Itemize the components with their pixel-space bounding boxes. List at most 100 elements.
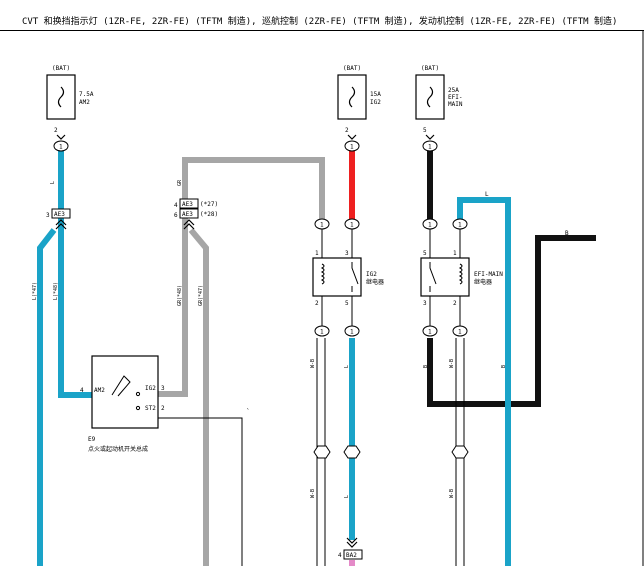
connector-code: AE3 (182, 201, 193, 208)
fuse-efi-main: (BAT) 25A EFI- MAIN 5 1 (415, 65, 463, 152)
relay-pin: 5 (345, 300, 349, 307)
fuse-rating: 15A (370, 91, 381, 98)
chevron-down-icon (425, 134, 435, 140)
fuse-ig2: (BAT) 15A IG2 2 1 (337, 65, 381, 152)
relay-pin: 2 (315, 300, 319, 307)
fuse-name-line2: MAIN (448, 101, 463, 108)
relay-coil-icon (458, 263, 463, 285)
ignition-switch-e9: 4 AM2 IG2 ST2 3 2 E9 点火或起动机开关总成 (80, 355, 165, 453)
relay-pin: 3 (423, 300, 427, 307)
fuse-am2: (BAT) 7.5A AM2 2 1 (46, 65, 94, 152)
connector-pin: 3 (46, 212, 50, 219)
connector-code: AE3 (54, 211, 65, 218)
connector-pin: 6 (174, 212, 178, 219)
relay-terminal: 1 (428, 222, 432, 229)
wire-label: L(*47) (32, 282, 38, 300)
relay-pin: 2 (453, 300, 457, 307)
switch-label-st2: ST2 (145, 405, 156, 412)
connector-ae3-left: 3 AE3 (46, 208, 71, 230)
wire-label: GR(*48) (177, 285, 183, 306)
relay-terminal: 1 (458, 222, 462, 229)
connector-pin: 4 (174, 202, 178, 209)
fuse-rating: 25A (448, 87, 459, 94)
relay-pin: 5 (423, 250, 427, 257)
title-bar: CVT 和换挡指示灯 (1ZR-FE, 2ZR-FE) (TFTM 制造), 巡… (0, 0, 644, 31)
wire-label: ` (246, 408, 250, 416)
wire-label: B (501, 365, 507, 368)
fuse-symbol-icon (348, 86, 356, 108)
relay-terminal: 1 (350, 222, 354, 229)
fuse-source: (BAT) (343, 65, 361, 72)
wire-label: B (565, 230, 569, 237)
fuse-name-line1: EFI- (448, 94, 462, 101)
connector-code: BA2 (346, 552, 357, 559)
chevron-up-icon (183, 219, 195, 230)
switch-label-am2: AM2 (94, 387, 105, 394)
wire-label: L (344, 495, 350, 498)
relay-terminal: 1 (320, 222, 324, 229)
relay-name: EFI-MAIN (474, 271, 503, 278)
wire-blue-left-down (37, 228, 57, 566)
fuse-rating: 7.5A (79, 91, 94, 98)
fuse-symbol-icon (426, 86, 434, 108)
switch-code: E9 (88, 436, 96, 443)
connector-note: (*27) (200, 201, 218, 208)
connector-pin: 4 (338, 552, 342, 559)
fuse-source: (BAT) (421, 65, 439, 72)
wire-label: W-B (310, 489, 316, 498)
chevron-down-icon (347, 134, 357, 140)
page-title: CVT 和换挡指示灯 (1ZR-FE, 2ZR-FE) (TFTM 制造), 巡… (22, 17, 618, 27)
relay-terminal: 1 (458, 329, 462, 336)
fuse-terminal: 1 (59, 144, 63, 151)
switch-desc: 点火或起动机开关总成 (88, 445, 148, 453)
fuse-pin: 2 (345, 127, 349, 134)
wire-label: L (50, 181, 56, 184)
switch-pin: 4 (80, 387, 84, 394)
relay-pin: 1 (315, 250, 319, 257)
wire-blue-am2 (58, 150, 92, 398)
connector-note: (*28) (200, 211, 218, 218)
wire-st2 (158, 417, 243, 566)
switch-contact-icon (111, 375, 131, 397)
connector-code: AE3 (182, 211, 193, 218)
fuse-terminal: 1 (428, 144, 432, 151)
relay-terminal: 1 (350, 329, 354, 336)
wire-label: L (485, 191, 489, 198)
fuse-symbol-icon (57, 86, 65, 108)
relay-efi-main: 1 1 5 1 EFI-MAIN 继电器 3 2 1 1 (420, 218, 503, 337)
wire-gray-ig2-loop (158, 157, 325, 397)
fuse-pin: 2 (54, 127, 58, 134)
switch-pin: 2 (161, 405, 165, 412)
fuse-name: IG2 (370, 99, 381, 106)
connector-ba2: 4 BA2 (338, 537, 363, 560)
wire-label: W-B (449, 359, 455, 368)
wire-label: GR (177, 179, 183, 186)
inline-connector (313, 445, 469, 459)
relay-switch-icon (429, 262, 437, 292)
relay-coil-icon (320, 263, 325, 285)
relay-desc: 继电器 (366, 278, 384, 286)
fuse-terminal: 1 (350, 144, 354, 151)
relay-terminal: 1 (320, 329, 324, 336)
wire-gray-down (188, 228, 209, 566)
wire-blue-efi-right (457, 197, 511, 566)
chevron-down-icon (346, 537, 358, 548)
wire-label: W-B (449, 489, 455, 498)
switch-pin: 3 (161, 385, 165, 392)
relay-pin: 3 (345, 250, 349, 257)
wire-label: L(*48) (53, 282, 59, 300)
fuse-name: AM2 (79, 99, 90, 106)
chevron-up-icon (55, 219, 67, 230)
fuse-pin: 5 (423, 127, 427, 134)
wire-black-efi-loop (427, 235, 596, 407)
wire-label: L (344, 365, 350, 368)
relay-name: IG2 (366, 271, 377, 278)
switch-label-ig2: IG2 (145, 385, 156, 392)
wire-label: B (423, 365, 429, 368)
fuse-source: (BAT) (52, 65, 70, 72)
chevron-down-icon (56, 134, 66, 140)
relay-pin: 1 (453, 250, 457, 257)
relay-ig2: 1 1 1 3 IG2 继电器 2 5 1 1 (312, 218, 384, 337)
relay-switch-icon (351, 262, 359, 292)
